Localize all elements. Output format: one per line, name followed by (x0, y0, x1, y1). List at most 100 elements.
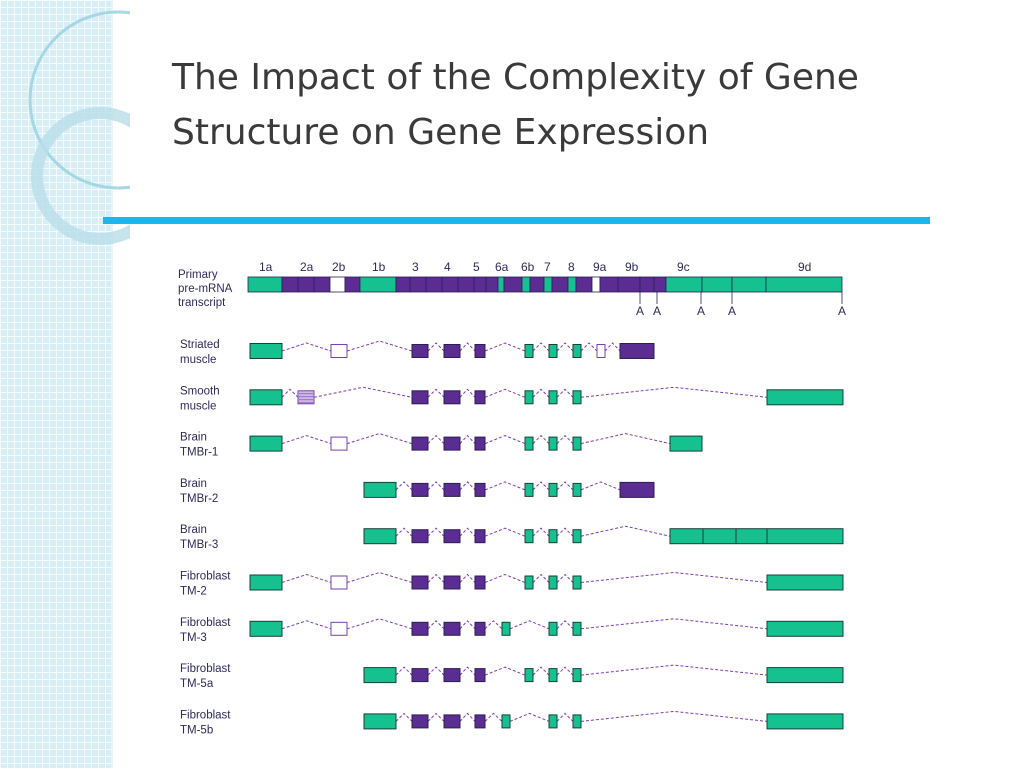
isoform-label: muscle (180, 354, 216, 366)
primary-transcript-segment (575, 276, 593, 293)
exon-7 (548, 390, 558, 405)
exon-5 (474, 482, 486, 497)
intron-line (484, 666, 526, 676)
isoform-label: Smooth (180, 385, 220, 397)
exon-6b (524, 436, 534, 451)
primary-transcript-segment (297, 276, 315, 293)
primary-transcript-segment (329, 276, 346, 293)
intron-line (532, 573, 550, 583)
exon-label-9a: 9a (593, 260, 607, 274)
primary-transcript-segment (281, 276, 299, 293)
intron-line (459, 481, 476, 491)
primary-transcript-segment (599, 276, 619, 293)
primary-transcript-segment (497, 276, 505, 293)
intron-line (427, 620, 445, 630)
exon-7 (548, 482, 558, 497)
intron-line (484, 573, 526, 583)
exon-7 (548, 529, 558, 544)
isoform-label: TMBr-3 (180, 539, 218, 551)
intron-line (556, 666, 574, 676)
isoform-label: Brain (180, 478, 207, 490)
intron-line (556, 388, 574, 398)
exon-label-9b: 9b (625, 260, 639, 274)
exon-6b (524, 482, 534, 497)
isoform-label: TM-2 (180, 586, 207, 598)
exon-label-7: 7 (544, 260, 551, 274)
intron-line (556, 481, 574, 491)
exon-7 (548, 575, 558, 590)
exon-label-6b: 6b (521, 260, 535, 274)
primary-transcript-segment (313, 276, 331, 293)
isoform-label: TM-3 (180, 632, 207, 644)
exon-4 (443, 344, 461, 358)
primary-transcript-segment (425, 276, 443, 293)
primary-transcript-segment (617, 276, 641, 293)
exon-1b (363, 667, 397, 684)
intron-line (395, 527, 413, 537)
primary-transcript-segment (543, 276, 553, 293)
exon-3 (411, 529, 429, 544)
exon-8 (572, 575, 582, 590)
primary-transcript-segment (409, 276, 427, 293)
exon-7 (548, 714, 558, 729)
intron-line (556, 434, 574, 444)
intron-line (556, 712, 574, 722)
band-edge (111, 0, 113, 768)
decorative-circles (28, 10, 130, 245)
exon-label-1a: 1a (259, 260, 273, 274)
exon-1a (249, 574, 283, 591)
primary-transcript-segment (473, 276, 487, 293)
isoform-label: Brain (180, 524, 207, 536)
exon-8 (572, 390, 582, 405)
primary-transcript-segment (639, 276, 655, 293)
intron-line (556, 620, 574, 630)
intron-line (427, 434, 445, 444)
isoform-label: TMBr-1 (180, 447, 218, 459)
primary-transcript-label: pre-mRNA (178, 283, 233, 295)
polya-site-label: A (636, 304, 644, 318)
intron-line (484, 342, 526, 352)
isoform-label: Fibroblast (180, 571, 231, 583)
primary-transcript-segment (457, 276, 475, 293)
intron-line (459, 666, 476, 676)
intron-line (532, 666, 550, 676)
exon-5 (474, 714, 486, 729)
primary-transcript-segment (653, 276, 667, 293)
isoform-label: TMBr-2 (180, 493, 218, 505)
exon-5 (474, 436, 486, 451)
intron-line (395, 666, 413, 676)
intron-line (427, 527, 445, 537)
exon-label-8: 8 (568, 260, 575, 274)
exon-6a (501, 714, 511, 729)
exon-9a (596, 344, 606, 358)
polya-site-label: A (653, 304, 661, 318)
intron-line (484, 712, 503, 722)
slide-title: The Impact of the Complexity of Gene Str… (172, 57, 859, 153)
intron-line (580, 664, 768, 676)
exon-label-9c: 9c (677, 260, 690, 274)
exon-4 (443, 621, 461, 636)
exon-9d (766, 620, 844, 637)
intron-line (484, 435, 526, 445)
intron-line (509, 712, 550, 722)
intron-line (580, 525, 671, 537)
exon-label-4: 4 (444, 260, 451, 274)
intron-line (509, 620, 550, 630)
isoform-label: muscle (180, 400, 216, 412)
exon-4 (443, 714, 461, 729)
exon-2b (330, 575, 348, 590)
exon-label-5: 5 (473, 260, 480, 274)
exon-label-9d: 9d (798, 260, 811, 274)
intron-line (556, 573, 574, 583)
intron-line (395, 712, 413, 722)
isoform-label: Fibroblast (180, 617, 231, 629)
exon-4 (443, 436, 461, 451)
intron-line (346, 618, 413, 630)
exon-6a (501, 621, 511, 636)
exon-3 (411, 344, 429, 358)
intron-line (556, 342, 574, 352)
primary-transcript-segment (344, 276, 361, 293)
exon-4 (443, 575, 461, 590)
intron-line (484, 527, 526, 537)
